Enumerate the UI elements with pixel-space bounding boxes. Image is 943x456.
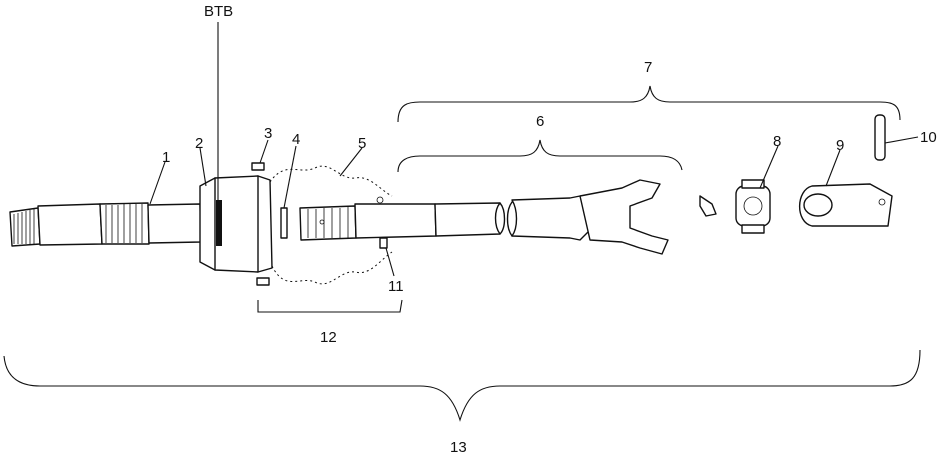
label-9: 9 [836, 137, 844, 154]
bracket-12 [257, 299, 403, 313]
part-6-yoke-shaft [299, 179, 669, 255]
part-10-pin [874, 114, 886, 161]
label-8: 8 [773, 133, 781, 150]
part-1-stub-shaft [9, 202, 202, 247]
part-2-cv-housing [199, 175, 273, 273]
leader-10 [884, 136, 919, 144]
label-10: 10 [920, 129, 937, 146]
leader-3 [259, 139, 269, 164]
leader-11 [385, 247, 395, 277]
label-12: 12 [320, 329, 337, 346]
leader-5 [339, 147, 363, 177]
leader-2 [199, 147, 207, 187]
bracket-13 [3, 349, 921, 422]
part-3-boot-clamp [251, 162, 270, 286]
leader-8 [759, 145, 779, 189]
label-5: 5 [358, 135, 366, 152]
label-11: 11 [388, 278, 404, 295]
label-1: 1 [162, 149, 170, 166]
label-4: 4 [292, 131, 300, 148]
label-btb: BTB [204, 3, 233, 20]
leader-1 [149, 161, 166, 205]
part-4-retaining-ring [280, 207, 288, 239]
part-8-universal-cross [699, 179, 771, 234]
leader-9 [825, 149, 841, 187]
bracket-6 [397, 139, 683, 173]
part-9-yoke-plate [799, 183, 893, 227]
label-2: 2 [195, 135, 203, 152]
bracket-7 [397, 85, 901, 123]
label-7: 7 [644, 59, 652, 76]
part-11-set-screw [379, 237, 388, 249]
label-3: 3 [264, 125, 272, 142]
label-6: 6 [536, 113, 544, 130]
part-5-cv-boot [269, 165, 393, 285]
btb-marking [216, 200, 222, 246]
label-13: 13 [450, 439, 467, 456]
leader-4 [283, 145, 297, 209]
